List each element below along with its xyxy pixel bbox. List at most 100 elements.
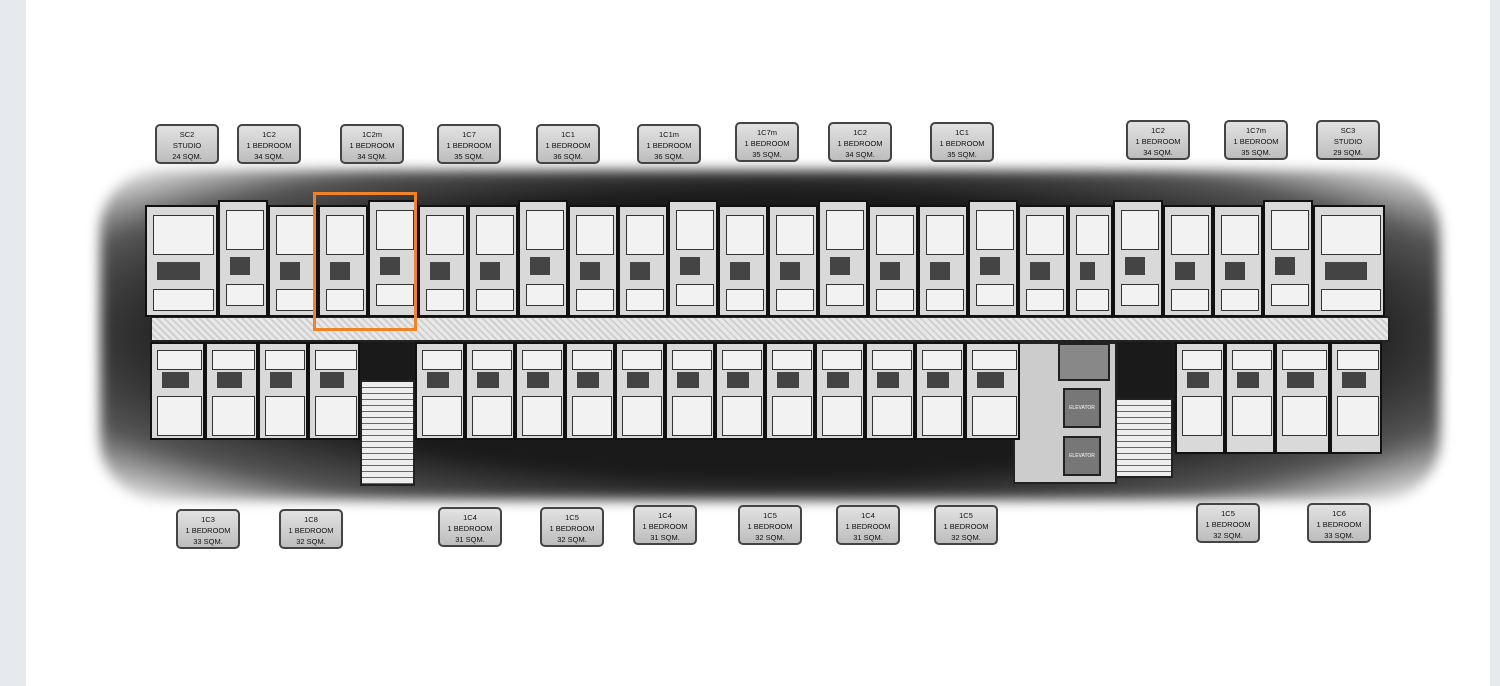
label-code: SC2 [179,130,195,139]
label-area: 35 SQM. [947,150,977,159]
unit-bottom[interactable] [415,342,465,440]
label-type: 1 BEDROOM [939,139,985,148]
label-area: 31 SQM. [455,535,485,544]
label-area: 36 SQM. [654,152,684,161]
label-type: STUDIO [1333,137,1363,146]
label-code: 1C4 [658,511,672,520]
label-type: 1 BEDROOM [1135,137,1181,146]
unit-bottom[interactable] [965,342,1020,440]
unit-top[interactable] [1018,205,1068,317]
unit-top[interactable] [468,205,518,317]
label-code: 1C3 [201,515,215,524]
unit-bottom[interactable] [515,342,565,440]
unit-top[interactable] [968,200,1018,317]
label-area: 32 SQM. [755,533,785,542]
unit-top[interactable] [668,200,718,317]
unit-top[interactable] [1213,205,1263,317]
label-type: 1 BEDROOM [646,141,692,150]
unit-bottom[interactable] [915,342,965,440]
label-area: 33 SQM. [1324,531,1354,540]
label-code: 1C8 [304,515,318,524]
elevator-2: ELEVATOR [1063,436,1101,476]
unit-top[interactable] [518,200,568,317]
unit-bottom[interactable] [1275,342,1330,454]
unit-bottom[interactable] [1330,342,1382,454]
label-code: 1C4 [463,513,477,522]
unit-top[interactable] [145,205,218,317]
label-area: 32 SQM. [557,535,587,544]
lift-lobby [1058,343,1110,381]
label-area: 32 SQM. [296,537,326,546]
label-type: 1 BEDROOM [1205,520,1251,529]
label-area: 34 SQM. [1143,148,1173,157]
unit-top[interactable] [418,205,468,317]
label-type: 1 BEDROOM [549,524,595,533]
label-code: 1C7m [1245,126,1266,135]
unit-bottom[interactable] [565,342,615,440]
unit-top[interactable] [718,205,768,317]
unit-top[interactable] [368,200,418,317]
label-code: 1C2m [361,130,382,139]
unit-bottom[interactable] [615,342,665,440]
unit-top[interactable] [218,200,268,317]
label-area: 32 SQM. [951,533,981,542]
label-code: 1C1m [658,130,679,139]
unit-bottom[interactable] [715,342,765,440]
right-margin [1490,0,1500,686]
unit-top[interactable] [1163,205,1213,317]
label-area: 34 SQM. [357,152,387,161]
label-area: 31 SQM. [853,533,883,542]
unit-bottom[interactable] [765,342,815,440]
unit-top[interactable] [1068,205,1113,317]
unit-top[interactable] [918,205,968,317]
label-code: 1C1 [955,128,969,137]
unit-label-top: 1C1m 1 BEDROOM 36 SQM. [637,124,701,164]
unit-bottom[interactable] [1225,342,1275,454]
label-type: 1 BEDROOM [1316,520,1362,529]
highlighted-unit-1C2m[interactable] [313,192,417,331]
label-code: 1C5 [959,511,973,520]
label-area: 35 SQM. [752,150,782,159]
unit-label-bottom: 1C6 1 BEDROOM 33 SQM. [1307,503,1371,543]
label-code: 1C6 [1332,509,1346,518]
unit-top[interactable] [868,205,918,317]
unit-top[interactable] [618,205,668,317]
unit-bottom[interactable] [1175,342,1225,454]
unit-bottom[interactable] [465,342,515,440]
unit-bottom[interactable] [865,342,915,440]
label-type: 1 BEDROOM [446,141,492,150]
label-area: 32 SQM. [1213,531,1243,540]
label-area: 24 SQM. [172,152,202,161]
unit-top[interactable] [268,205,318,317]
unit-top[interactable] [1263,200,1313,317]
unit-top[interactable] [318,205,368,317]
left-margin [0,0,26,686]
unit-top[interactable] [768,205,818,317]
elevator-1: ELEVATOR [1063,388,1101,428]
label-type: 1 BEDROOM [747,522,793,531]
unit-top[interactable] [818,200,868,317]
unit-top[interactable] [1113,200,1163,317]
unit-bottom[interactable] [150,342,205,440]
unit-top[interactable] [1313,205,1385,317]
unit-bottom[interactable] [258,342,308,440]
label-area: 29 SQM. [1333,148,1363,157]
unit-bottom[interactable] [815,342,865,440]
unit-bottom[interactable] [205,342,258,440]
unit-bottom[interactable] [308,342,360,440]
unit-bottom[interactable] [665,342,715,440]
label-area: 35 SQM. [1241,148,1271,157]
unit-top[interactable] [568,205,618,317]
unit-label-bottom: 1C5 1 BEDROOM 32 SQM. [1196,503,1260,543]
label-code: 1C5 [1221,509,1235,518]
